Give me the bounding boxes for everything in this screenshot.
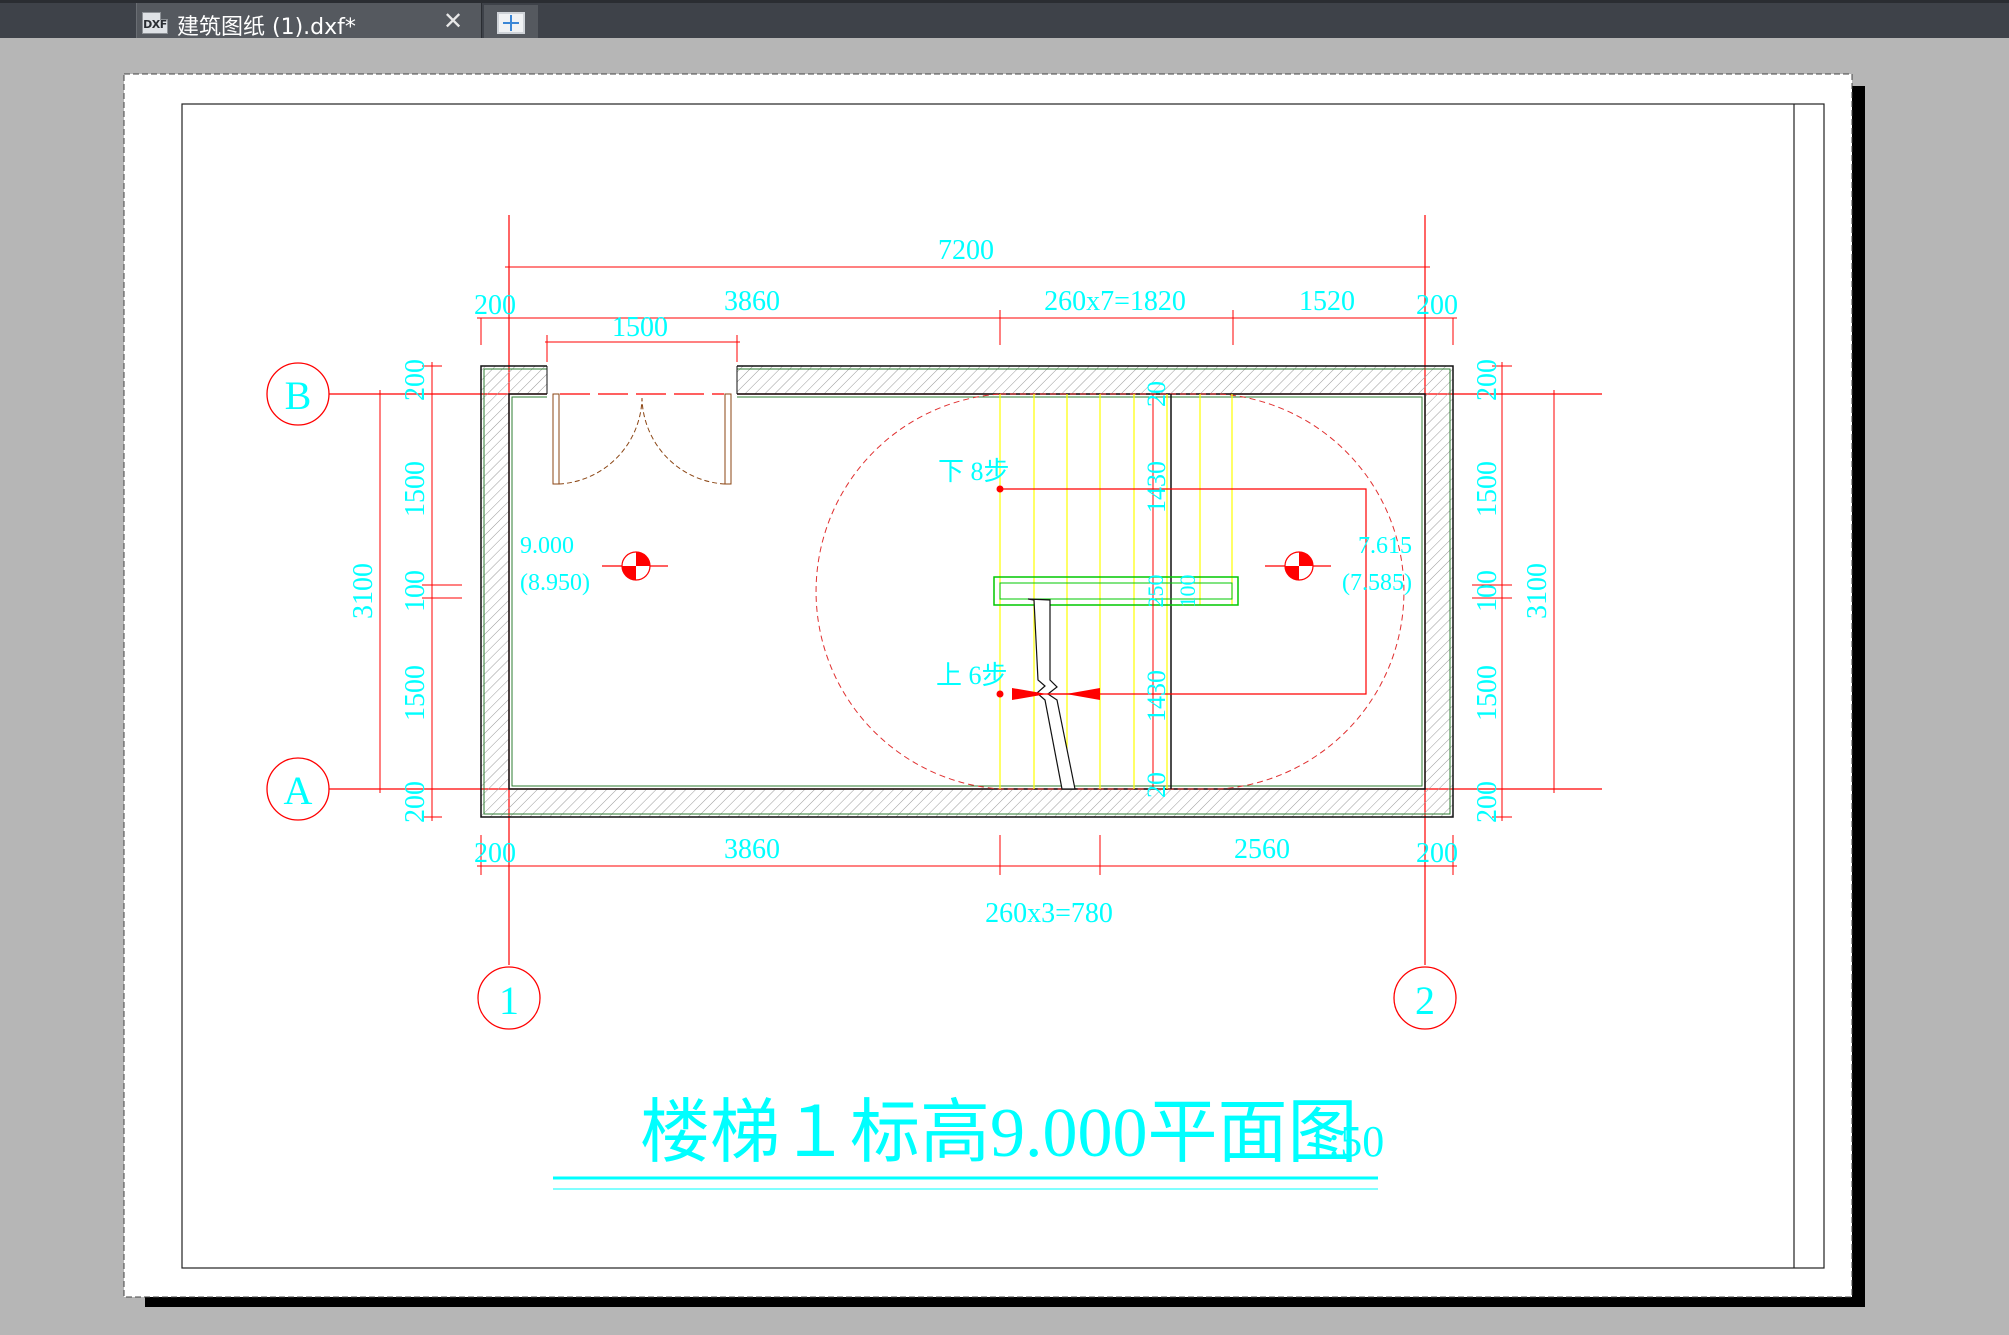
stair-up-label: 上 6步 — [936, 661, 1008, 690]
dim-stair-landing: 250 — [1143, 575, 1168, 608]
dim-top-segment-3: 1520 — [1299, 286, 1355, 317]
dim-bottom-steps: 260x3=780 — [985, 898, 1113, 929]
title-frame — [181, 103, 1825, 1269]
new-tab-button[interactable] — [484, 5, 538, 38]
document-tab[interactable]: DXF 建筑图纸 (1).dxf* ✕ — [136, 3, 482, 40]
dim-right-lower: 1500 — [1472, 665, 1503, 721]
door-leaf-right — [724, 393, 732, 485]
dim-right-upper: 1500 — [1472, 461, 1503, 517]
dim-right-top-wall: 200 — [1472, 359, 1503, 401]
dim-top-left-wall: 200 — [474, 290, 516, 321]
dim-bottom-right-wall: 200 — [1416, 838, 1458, 869]
stair-start-dot-up — [996, 690, 1004, 698]
handrail-inner — [999, 582, 1233, 600]
dim-stair-landing-gap: 100 — [1175, 575, 1200, 608]
axis-bubble-2: 2 — [1393, 966, 1457, 1030]
document-tab-bar: DXF 建筑图纸 (1).dxf* ✕ — [0, 0, 2009, 40]
dim-bottom-segment-1: 3860 — [724, 834, 780, 865]
elevation-right-secondary: (7.585) — [1342, 570, 1412, 596]
dim-top-steps: 260x7=1820 — [1044, 286, 1186, 317]
dim-left-top-wall: 200 — [400, 359, 431, 401]
stair-break-line — [1027, 598, 1076, 790]
dim-stair-run-lower: 1430 — [1142, 670, 1171, 722]
wall-inner-outline — [508, 393, 1426, 790]
axis-label-1: 1 — [499, 978, 519, 1023]
elevation-left-secondary: (8.950) — [520, 570, 590, 596]
axis-bubble-a: A — [266, 757, 330, 821]
dim-left-gap: 100 — [400, 570, 431, 612]
dim-bottom-left-wall: 200 — [474, 838, 516, 869]
axis-bubble-1: 1 — [477, 966, 541, 1030]
stair-path-down — [1000, 488, 1367, 695]
dim-right-total: 3100 — [1522, 563, 1553, 619]
dimension-lines — [370, 266, 1555, 875]
paper-sheet — [123, 73, 1853, 1298]
document-tab-title: 建筑图纸 (1).dxf* — [177, 15, 356, 40]
door-swing-left — [558, 397, 643, 485]
axis-bubble-b: B — [266, 362, 330, 426]
dim-overall-width: 7200 — [938, 235, 994, 266]
tab-bar-top-edge — [0, 0, 2009, 3]
drawing-scale: 1:50 — [1306, 1117, 1384, 1166]
stair-start-dot-down — [996, 485, 1004, 493]
axis-label-2: 2 — [1415, 978, 1435, 1023]
dim-right-gap: 100 — [1472, 570, 1503, 612]
elevation-marker-left — [602, 551, 668, 581]
elevation-marker-right — [1265, 551, 1331, 581]
axis-label-b: B — [285, 373, 312, 418]
dim-left-lower: 1500 — [400, 665, 431, 721]
close-tab-icon[interactable]: ✕ — [442, 7, 464, 35]
dim-door-width: 1500 — [612, 312, 668, 343]
dxf-file-icon: DXF — [142, 12, 168, 34]
dim-left-bottom-wall: 200 — [400, 781, 431, 823]
dim-stair-run-upper: 1430 — [1142, 461, 1171, 513]
new-tab-icon — [497, 12, 525, 34]
elevation-right-value: 7.615 — [1358, 533, 1412, 559]
wall-outer-green — [483, 368, 1451, 815]
stair-down-label: 下 8步 — [938, 457, 1010, 486]
dim-stair-top-offset: 20 — [1142, 381, 1171, 407]
wall-outer-outline — [480, 365, 1454, 818]
wall-inner-green — [511, 396, 1423, 787]
door-opening — [547, 360, 737, 400]
axis-label-a: A — [284, 768, 313, 813]
dim-bottom-segment-2: 2560 — [1234, 834, 1290, 865]
dim-left-total: 3100 — [348, 563, 379, 619]
dim-right-bottom-wall: 200 — [1472, 781, 1503, 823]
door-swing-right — [641, 397, 726, 485]
stair-zone-outline — [815, 393, 1405, 790]
dim-top-segment-1: 3860 — [724, 286, 780, 317]
dim-stair-bottom-offset: 20 — [1142, 772, 1171, 798]
dim-top-right-wall: 200 — [1416, 290, 1458, 321]
dim-left-upper: 1500 — [400, 461, 431, 517]
drawing-title: 楼梯１标高9.000平面图 — [640, 1095, 1358, 1172]
door-leaf-left — [552, 393, 560, 485]
elevation-left-value: 9.000 — [520, 533, 574, 559]
handrail-outer — [993, 576, 1239, 606]
